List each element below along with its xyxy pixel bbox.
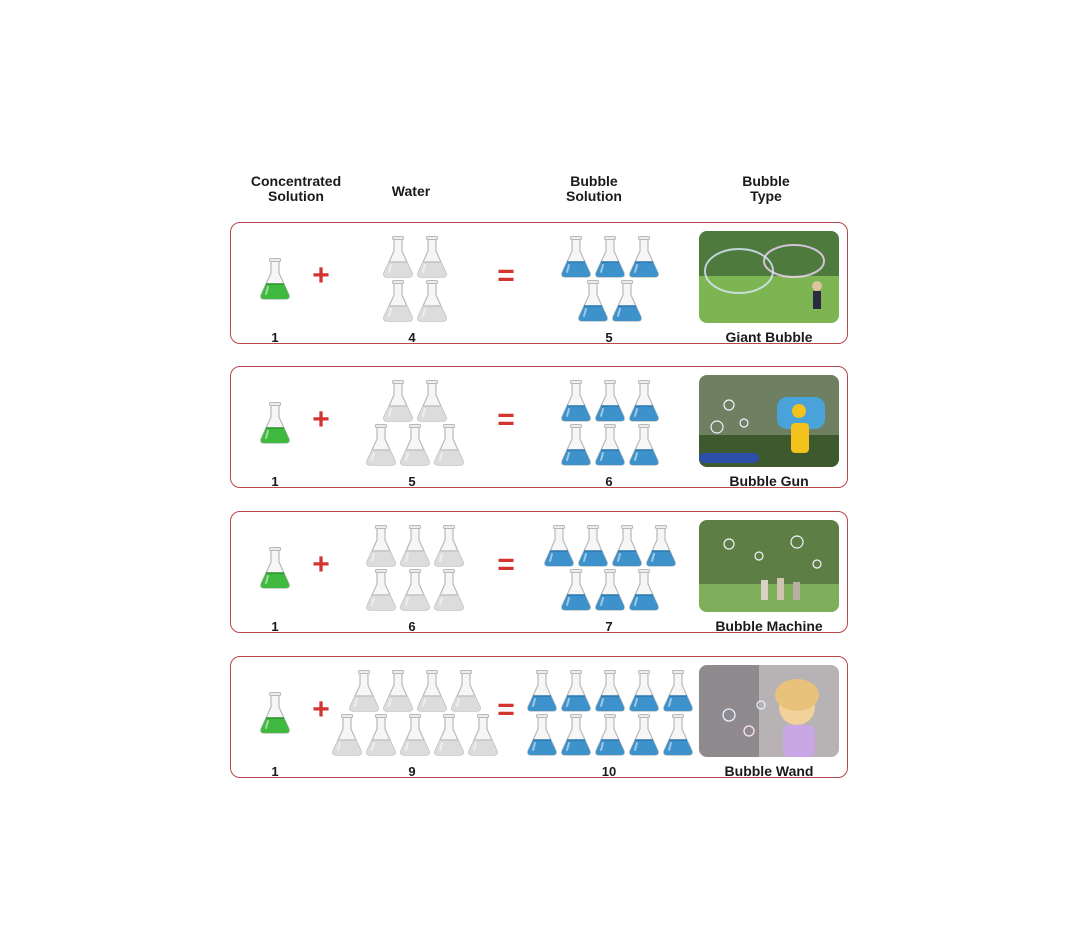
bubble-solution-flask (542, 524, 576, 568)
bubble-solution-flask (576, 279, 610, 323)
equals-sign: = (497, 259, 515, 292)
header-concentrated-solution: Concentrated Solution (250, 173, 342, 204)
bubble-solution-flask (593, 669, 627, 713)
bubble-solution-flask (559, 379, 593, 423)
water-flask (347, 669, 381, 713)
concentrate-count: 1 (271, 474, 279, 489)
water-flask (398, 423, 432, 467)
recipe-row-4: + (230, 656, 848, 779)
bubble-type-label: Bubble Machine (715, 618, 823, 634)
water-flask (415, 235, 449, 279)
recipe-row-2: + = (230, 366, 848, 489)
water-flask (364, 713, 398, 757)
concentrate-flask (258, 691, 292, 735)
bubble-solution-flask (559, 669, 593, 713)
plus-sign: + (312, 259, 330, 292)
equals-sign: = (497, 693, 515, 726)
equals-sign: = (497, 548, 515, 581)
water-count: 6 (408, 619, 416, 634)
bubble-solution-flask (593, 713, 627, 757)
bubble-solution-flask (593, 568, 627, 612)
water-flask (381, 379, 415, 423)
equals-sign: = (497, 403, 515, 436)
recipe-row-3: + = (230, 511, 848, 634)
concentrate-count: 1 (271, 619, 279, 634)
bubble-gun-photo (699, 375, 839, 467)
bubble-solution-count: 5 (605, 330, 613, 345)
water-flask (381, 235, 415, 279)
water-count: 9 (408, 764, 416, 779)
bubble-wand-photo (699, 665, 839, 757)
concentrate-flask (258, 401, 292, 445)
bubble-solution-count: 10 (601, 764, 617, 779)
bubble-solution-flask (525, 669, 559, 713)
bubble-solution-flask (627, 423, 661, 467)
plus-sign: + (312, 403, 330, 436)
bubble-solution-flask (559, 568, 593, 612)
bubble-type-label: Giant Bubble (725, 329, 813, 345)
bubble-solution-flask (559, 235, 593, 279)
bubble-solution-flask (610, 279, 644, 323)
bubble-type-label: Bubble Gun (729, 473, 809, 489)
header-bubble-solution: Bubble Solution (566, 173, 622, 204)
water-flask (398, 713, 432, 757)
header-bubble-type: Bubble Type (742, 173, 790, 204)
bubble-solution-flask (559, 713, 593, 757)
bubble-solution-flask (593, 235, 627, 279)
water-flask (449, 669, 483, 713)
water-flask (330, 713, 364, 757)
bubble-solution-flask (661, 669, 695, 713)
water-flask (415, 279, 449, 323)
bubble-solution-flask (559, 423, 593, 467)
bubble-solution-flask (525, 713, 559, 757)
water-flask (415, 379, 449, 423)
bubble-solution-flask (593, 423, 627, 467)
water-flask (398, 524, 432, 568)
bubble-solution-flask (627, 235, 661, 279)
water-flask (432, 713, 466, 757)
bubble-solution-count: 6 (605, 474, 613, 489)
water-flask (364, 568, 398, 612)
water-flask (364, 423, 398, 467)
plus-sign: + (312, 548, 330, 581)
concentrate-flask (258, 546, 292, 590)
bubble-solution-flask (661, 713, 695, 757)
bubble-machine-photo (699, 520, 839, 612)
bubble-solution-flask (627, 669, 661, 713)
water-flask (381, 279, 415, 323)
water-flask (432, 423, 466, 467)
bubble-solution-flask (593, 379, 627, 423)
bubble-solution-flask (627, 379, 661, 423)
bubble-solution-flask (644, 524, 678, 568)
concentrate-flask (258, 257, 292, 301)
bubble-solution-flask (627, 713, 661, 757)
plus-sign: + (312, 693, 330, 726)
concentrate-count: 1 (271, 330, 279, 345)
water-count: 4 (408, 330, 416, 345)
water-flask (432, 568, 466, 612)
water-flask (398, 568, 432, 612)
giant-bubble-photo (699, 231, 839, 323)
water-flask (364, 524, 398, 568)
bubble-solution-flask (576, 524, 610, 568)
water-flask (432, 524, 466, 568)
recipe-row-1: + = (230, 222, 848, 345)
bubble-solution-flask (627, 568, 661, 612)
bubble-type-label: Bubble Wand (724, 763, 814, 779)
water-flask (415, 669, 449, 713)
water-flask (466, 713, 500, 757)
water-flask (381, 669, 415, 713)
bubble-solution-flask (610, 524, 644, 568)
concentrate-count: 1 (271, 764, 279, 779)
bubble-solution-count: 7 (605, 619, 613, 634)
water-count: 5 (408, 474, 416, 489)
header-water: Water (391, 183, 431, 199)
